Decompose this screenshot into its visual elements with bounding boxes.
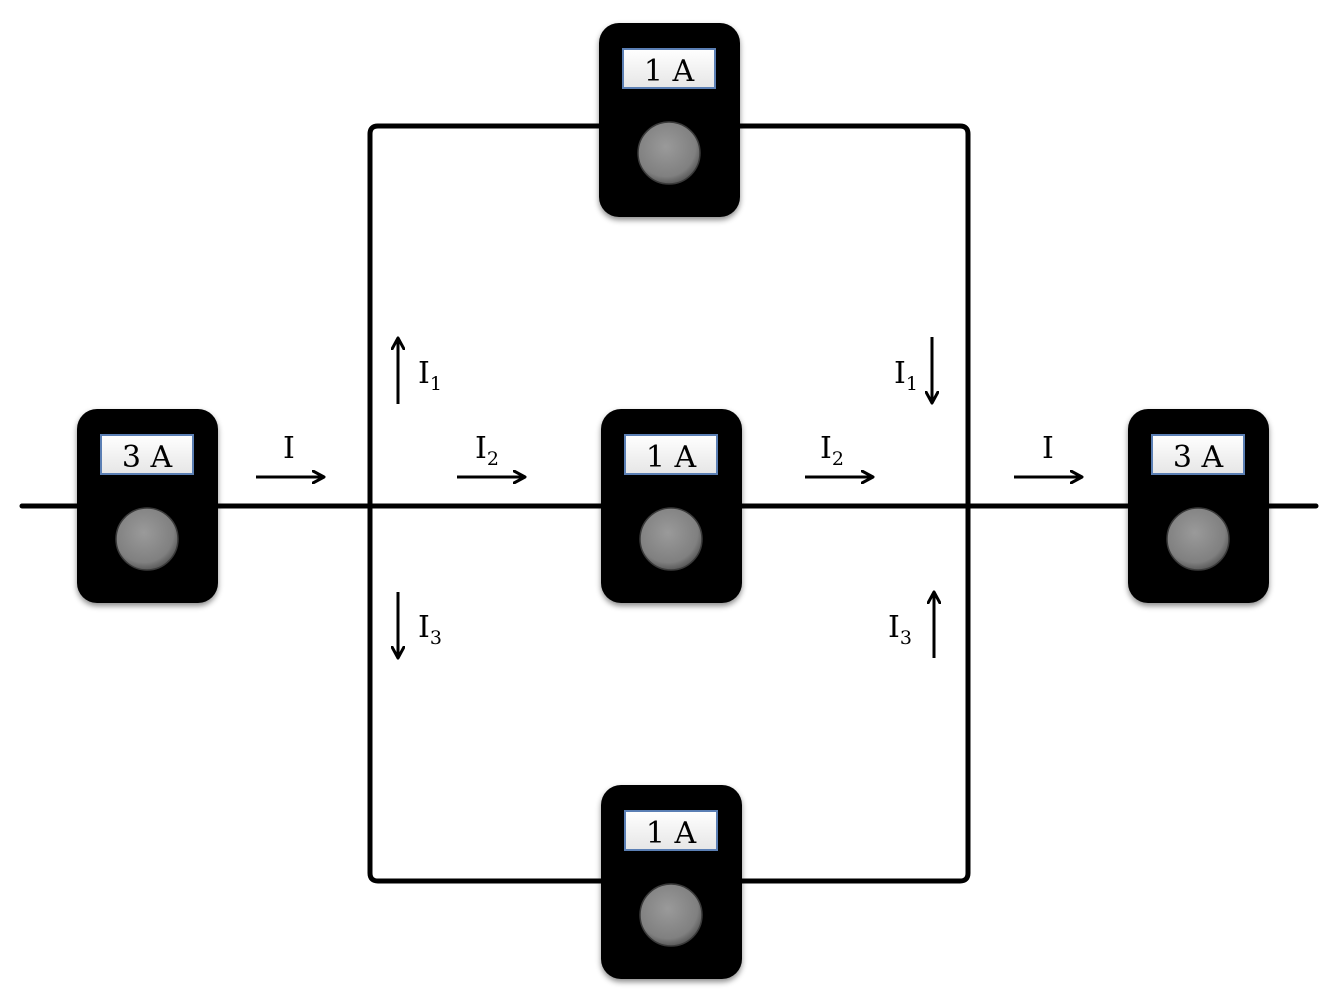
label-i1-left: I1 <box>418 356 442 395</box>
meter-reading: 1 A <box>646 816 697 851</box>
meter-middle: 1 A <box>601 409 742 603</box>
label-i2-left: I2 <box>475 431 499 470</box>
knob-icon <box>115 507 179 571</box>
meter-right: 3 A <box>1128 409 1269 603</box>
meter-left: 3 A <box>77 409 218 603</box>
label-i3-right: I3 <box>888 610 912 649</box>
parallel-loop <box>367 123 971 884</box>
knob-icon <box>639 883 703 947</box>
label-i-right: I <box>1042 431 1054 466</box>
label-i3-left: I3 <box>418 610 442 649</box>
current-arrows <box>256 337 1082 658</box>
meter-display <box>100 434 194 475</box>
knob-icon <box>637 121 701 185</box>
label-i2-right: I2 <box>820 431 844 470</box>
meter-reading: 3 A <box>122 440 173 475</box>
label-i-left: I <box>283 431 295 466</box>
meter-bottom: 1 A <box>601 785 742 979</box>
meter-display <box>624 810 718 851</box>
meter-display <box>622 48 716 89</box>
meter-reading: 3 A <box>1173 440 1224 475</box>
knob-icon <box>639 507 703 571</box>
meter-reading: 1 A <box>646 440 697 475</box>
meter-display <box>1151 434 1245 475</box>
label-i1-right: I1 <box>894 356 918 395</box>
knob-icon <box>1166 507 1230 571</box>
meter-top: 1 A <box>599 23 740 217</box>
current-labels: I I I2 I2 I1 I1 I3 I3 <box>283 356 1054 649</box>
meter-reading: 1 A <box>644 54 695 89</box>
meter-display <box>624 434 718 475</box>
